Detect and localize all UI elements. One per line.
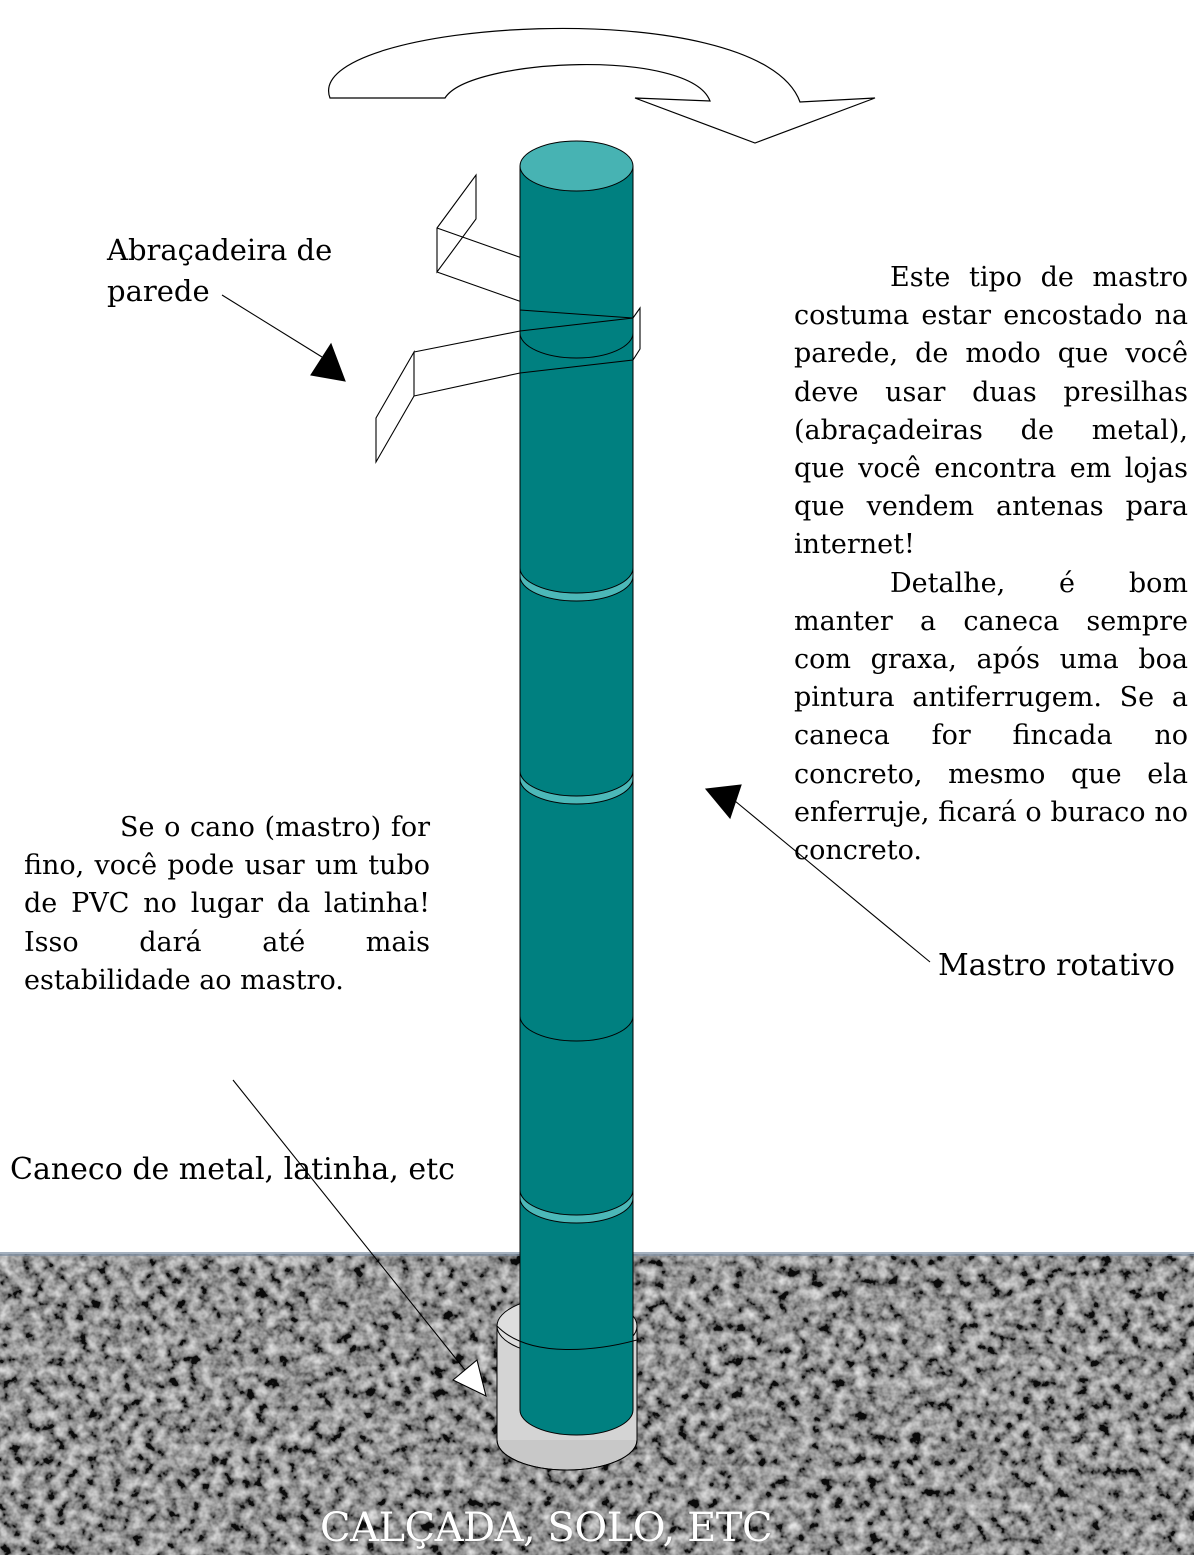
note-right: Este tipo de mastro costuma estar encost… [794,259,1188,870]
ground-label: CALÇADA, SOLO, ETC [320,1505,773,1551]
mast-top [519,140,634,192]
mast-joints [519,332,634,1042]
mast-ring-bands [519,567,634,1224]
callout-arrows [221,294,931,1398]
cup-front-lip [496,1325,638,1351]
rotating-mast [519,140,634,1436]
wall-clamp-label-line2: parede [107,274,210,308]
wall-clamp-lower [375,306,641,465]
note-right-paragraph-1: Este tipo de mastro costuma estar encost… [794,262,1188,561]
wall-clamp-upper [436,173,523,303]
wall-clamp-label-line1: Abraçadeira de [107,233,333,267]
mast-label: Mastro rotativo [938,948,1175,983]
cup-label: Caneco de metal, latinha, etc [10,1152,455,1187]
arrow-head-cup [451,1359,487,1398]
cup-walls [496,1326,638,1471]
wall-clamp-label: Abraçadeira de parede [107,230,332,312]
note-left-paragraph-1: Se o cano (mastro) for fino, você pode u… [24,812,430,996]
arrow-head-clamp [310,342,346,382]
arrow-head-mast [704,784,742,820]
note-right-paragraph-2: Detalhe, é bom manter a caneca sempre co… [794,567,1188,867]
note-left: Se o cano (mastro) for fino, você pode u… [24,809,430,1000]
rotation-arrow-icon [328,27,876,144]
